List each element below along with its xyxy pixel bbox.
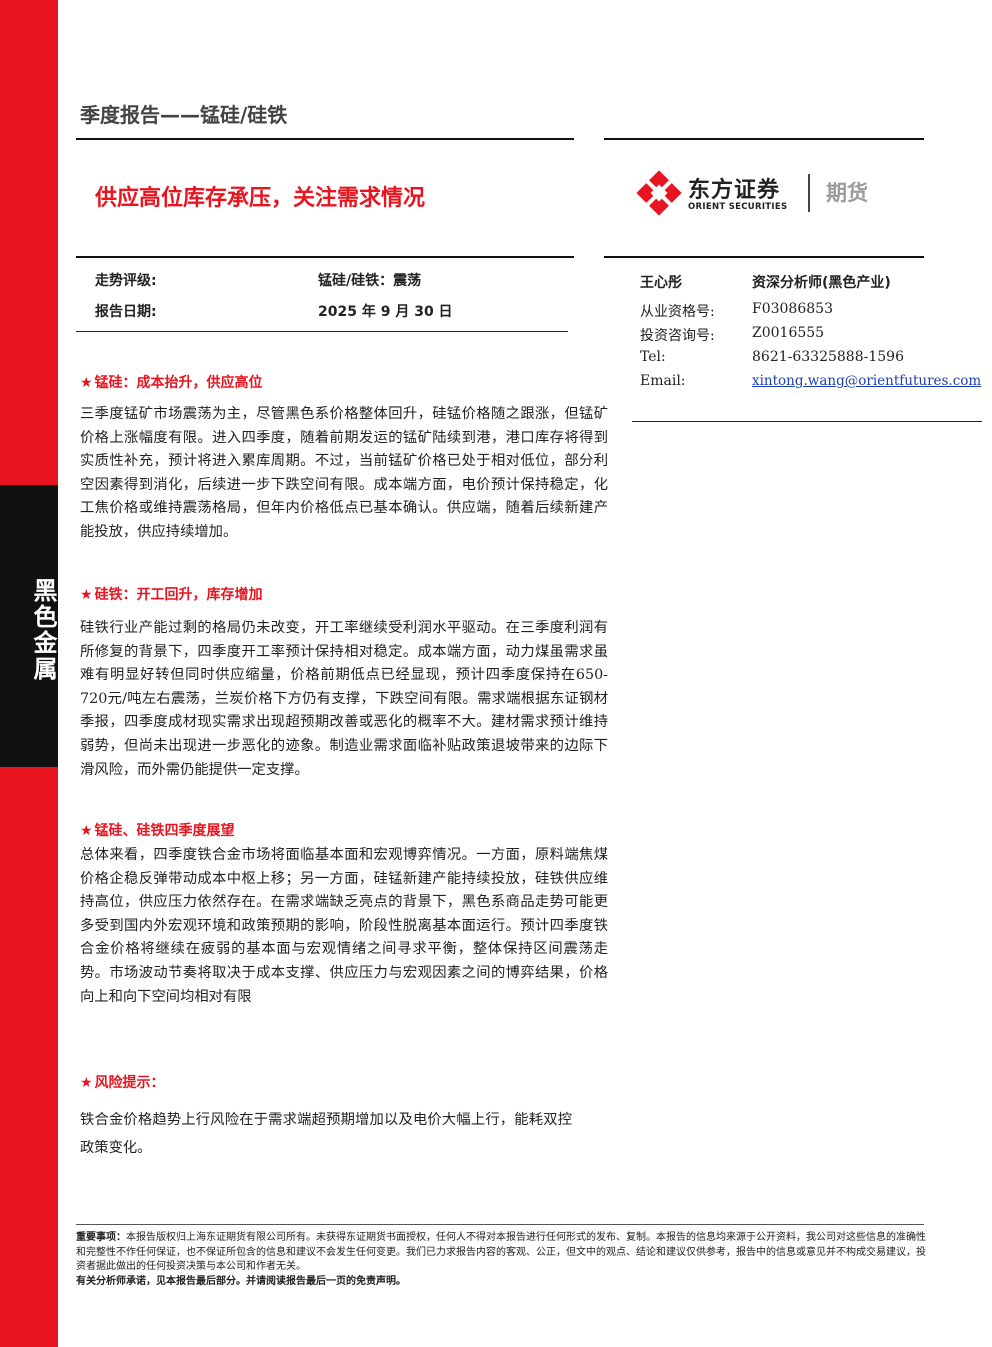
logo-brand-cn: 东方证券	[688, 178, 781, 203]
section-heading-silicomanganese: ★锰硅：成本抬升，供应高位	[80, 372, 263, 392]
rating-label: 走势评级:	[95, 273, 157, 289]
section-heading-text: 锰硅、硅铁四季度展望	[94, 823, 235, 839]
notice-rule	[76, 1224, 924, 1225]
sidebar-category-block	[0, 485, 58, 767]
meta-rule-top	[76, 256, 574, 258]
section-body-outlook: 总体来看，四季度铁合金市场将面临基本面和宏观博弈情况。一方面，原料端焦煤价格企稳…	[80, 847, 608, 1005]
rating-value: 锰硅/硅铁：震荡	[318, 273, 422, 289]
section-heading-text: 风险提示：	[94, 1075, 165, 1091]
section-heading-text: 硅铁：开工回升，库存增加	[94, 587, 263, 603]
analyst-title: 资深分析师(黑色产业)	[752, 275, 891, 291]
sidebar-category-label: 黑色金属	[29, 578, 57, 682]
star-icon: ★	[80, 1075, 93, 1091]
header-rule-right	[604, 138, 924, 140]
analyst-advisory-label: 投资咨询号:	[640, 328, 715, 344]
analyst-tel-value: 8621-63325888-1596	[752, 349, 904, 365]
report-series-title: 季度报告——锰硅/硅铁	[80, 103, 288, 127]
section-body-silicomanganese: 三季度锰矿市场震荡为主，尽管黑色系价格整体回升，硅锰价格随之跟涨，但锰矿价格上涨…	[80, 406, 608, 540]
notice-label: 重要事项：	[76, 1232, 126, 1243]
analyst-license-label: 从业资格号:	[640, 304, 715, 320]
disclaimer-notice: 重要事项：本报告版权归上海东证期货有限公司所有。未获得东证期货书面授权，任何人不…	[76, 1231, 926, 1289]
analyst-rule-top	[604, 256, 924, 258]
header-rule-left	[76, 138, 574, 140]
analyst-rule-bottom	[632, 421, 982, 422]
report-headline: 供应高位库存承压，关注需求情况	[95, 186, 426, 211]
section-heading-ferrosilicon: ★硅铁：开工回升，库存增加	[80, 584, 263, 604]
date-value: 2025 年 9 月 30 日	[318, 304, 453, 320]
section-heading-text: 锰硅：成本抬升，供应高位	[94, 375, 263, 391]
star-icon: ★	[80, 587, 93, 603]
analyst-email-label: Email:	[640, 373, 686, 389]
star-icon: ★	[80, 375, 93, 391]
analyst-advisory-value: Z0016555	[752, 325, 825, 341]
section-heading-risk: ★风险提示：	[80, 1072, 165, 1092]
logo-product: 期货	[826, 181, 868, 205]
section-heading-outlook: ★锰硅、硅铁四季度展望	[80, 820, 235, 840]
logo-brand-en: ORIENT SECURITIES	[688, 202, 788, 212]
analyst-license-value: F03086853	[752, 301, 833, 317]
analyst-email-link[interactable]: xintong.wang@orientfutures.com	[752, 373, 982, 389]
notice-text: 本报告版权归上海东证期货有限公司所有。未获得东证期货书面授权，任何人不得对本报告…	[76, 1232, 926, 1273]
orient-logo-icon	[636, 170, 682, 216]
section-body-ferrosilicon: 硅铁行业产能过剩的格局仍未改变，开工率继续受利润水平驱动。在三季度利润有所修复的…	[80, 620, 608, 778]
notice-footer: 有关分析师承诺，见本报告最后部分。并请阅读报告最后一页的免责声明。	[76, 1275, 406, 1287]
meta-rule-bottom	[76, 331, 568, 332]
star-icon: ★	[80, 823, 93, 839]
company-logo: 东方证券 ORIENT SECURITIES 期货	[636, 170, 896, 216]
date-label: 报告日期:	[95, 304, 157, 320]
logo-divider	[808, 174, 810, 212]
section-body-risk: 铁合金价格趋势上行风险在于需求端超预期增加以及电价大幅上行，能耗双控政策变化。	[80, 1112, 572, 1156]
analyst-tel-label: Tel:	[640, 349, 666, 365]
analyst-name: 王心彤	[640, 275, 682, 291]
